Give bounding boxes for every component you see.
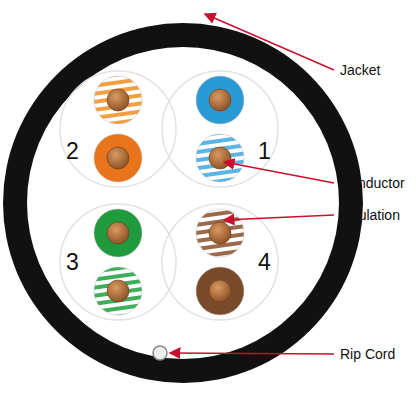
pair-number: 4 [258,251,271,274]
part-label: Rip Cord [340,347,395,361]
part-label: Jacket [340,63,380,77]
part-label: Insulation [340,208,400,222]
pair-number: 3 [66,251,79,274]
rip-cord [153,346,167,360]
pair-number: 2 [66,140,79,163]
pair-number: 1 [258,140,271,163]
jacket [3,23,363,383]
part-label: Conductor [340,176,405,190]
